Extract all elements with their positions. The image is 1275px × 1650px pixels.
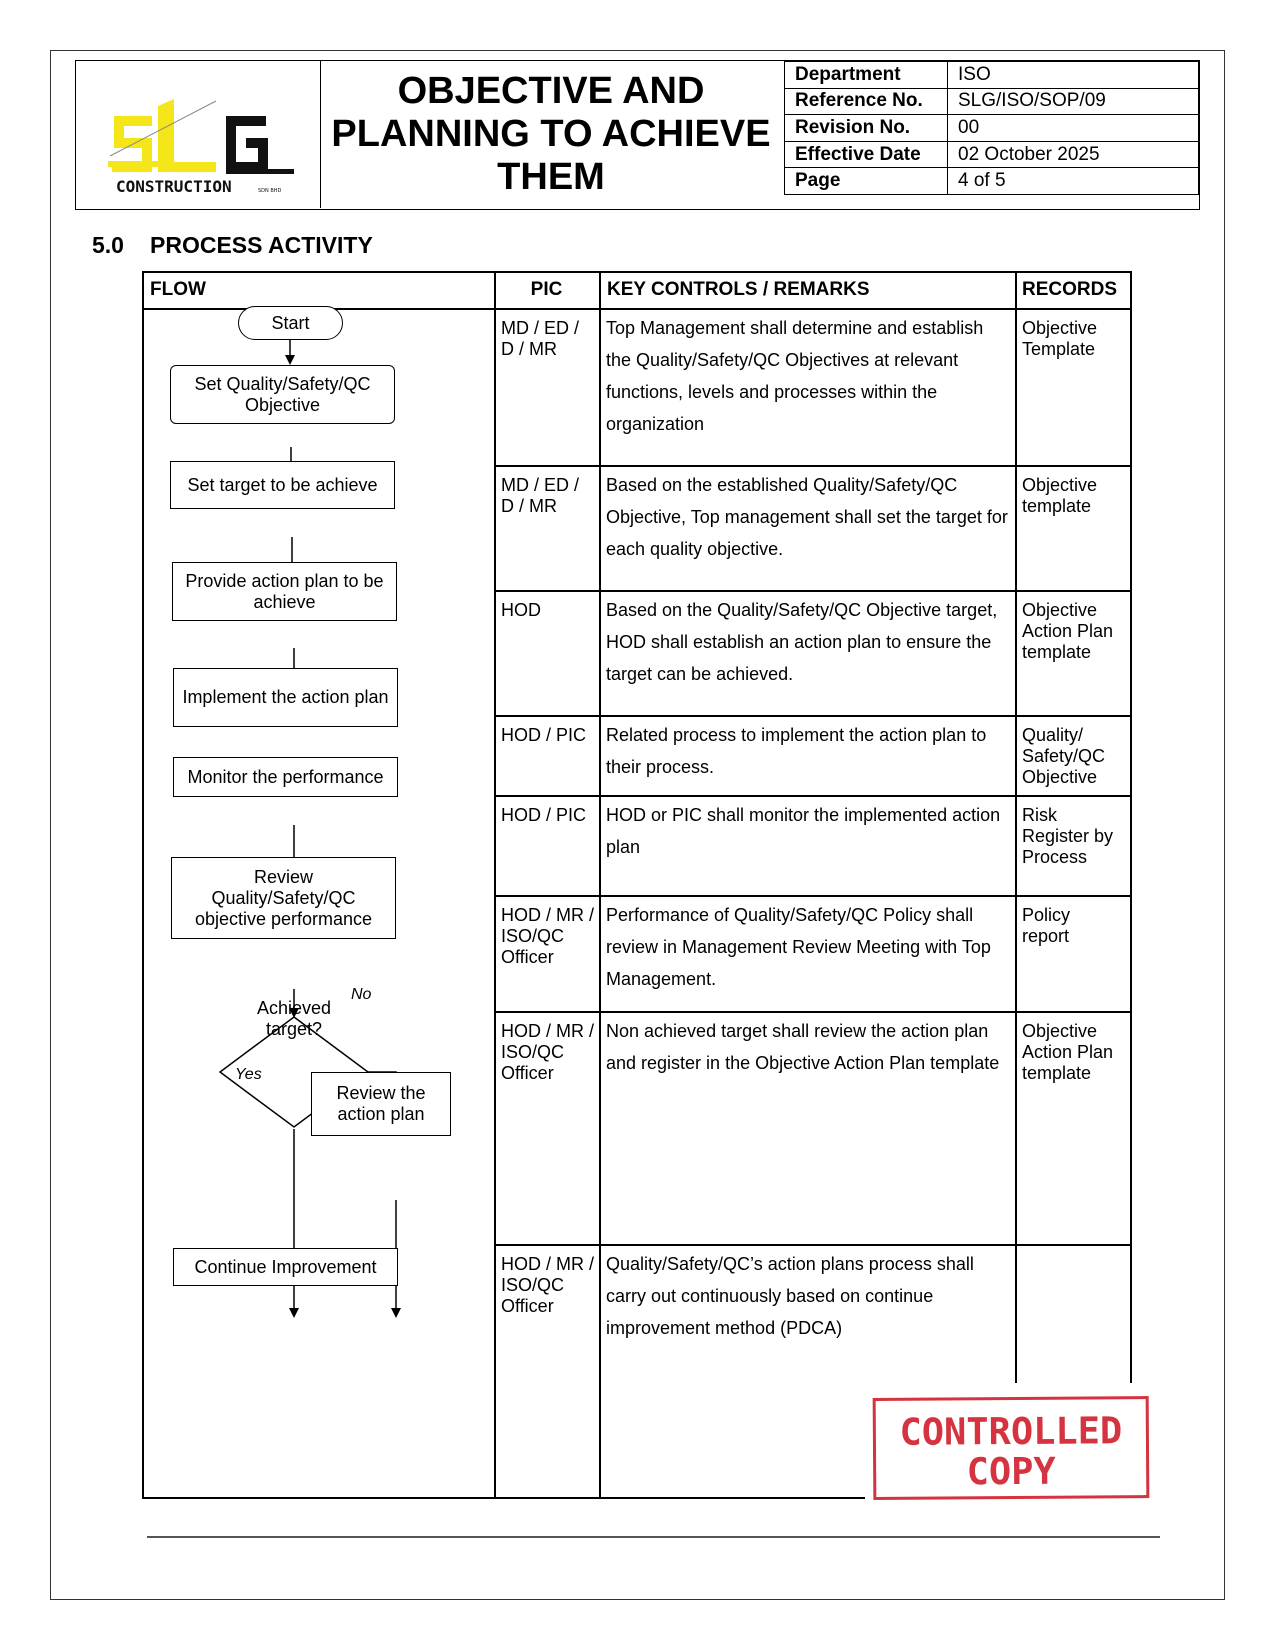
table-header-divider	[142, 308, 1132, 310]
record-cell: Objective template	[1022, 475, 1098, 516]
column-divider	[494, 271, 496, 1499]
flow-start: Start	[238, 306, 343, 340]
row-divider	[494, 465, 1132, 467]
footer-rule	[147, 1536, 1160, 1538]
meta-value: ISO	[947, 61, 1199, 89]
record-cell: Risk Register by Process	[1022, 805, 1114, 867]
remark-cell: Based on the established Quality/Safety/…	[606, 475, 1008, 559]
flow-action-plan: Provide action plan to be achieve	[172, 562, 397, 621]
remark-cell: HOD or PIC shall monitor the implemented…	[606, 805, 1001, 857]
pic-cell: MD / ED / D / MR	[501, 475, 580, 516]
process-table: FLOW PIC KEY CONTROLS / REMARKS RECORDS …	[142, 271, 1132, 1499]
record-cell: Objective Action Plan template	[1022, 1021, 1114, 1083]
flow-set-target: Set target to be achieve	[170, 461, 395, 509]
pic-cell: MD / ED / D / MR	[501, 318, 580, 359]
document-title-cell: OBJECTIVE AND PLANNING TO ACHIEVE THEM	[321, 61, 781, 208]
row-divider	[494, 715, 1132, 717]
pic-cell: HOD	[501, 600, 541, 620]
row-divider	[494, 590, 1132, 592]
controlled-copy-stamp: CONTROLLED COPY	[872, 1396, 1150, 1500]
pic-cell: HOD / PIC	[501, 805, 587, 825]
page-border	[50, 50, 1225, 1600]
meta-value: 4 of 5	[947, 167, 1199, 195]
flow-implement: Implement the action plan	[173, 668, 398, 727]
row-divider	[494, 795, 1132, 797]
record-cell: Objective Action Plan template	[1022, 600, 1114, 662]
header-records: RECORDS	[1022, 278, 1118, 300]
meta-key: Reference No.	[784, 87, 948, 116]
meta-key: Effective Date	[784, 140, 948, 169]
row-divider	[494, 1011, 1132, 1013]
flow-yes-label: Yes	[235, 1066, 262, 1083]
logo-subtext: CONSTRUCTION	[116, 177, 232, 196]
remark-cell: Non achieved target shall review the act…	[606, 1021, 1000, 1073]
flow-set-objective: Set Quality/Safety/QC Objective	[170, 365, 395, 424]
document-header: CONSTRUCTION SDN BHD OBJECTIVE AND PLANN…	[75, 60, 1200, 210]
flow-monitor: Monitor the performance	[173, 757, 398, 797]
flow-review-performance: Review Quality/Safety/QC objective perfo…	[171, 857, 396, 939]
remark-cell: Top Management shall determine and estab…	[606, 318, 984, 434]
table-border	[1130, 271, 1132, 1383]
flow-review-action-plan: Review the action plan	[311, 1072, 451, 1136]
meta-value: 00	[947, 114, 1199, 142]
stamp-line-2: COPY	[966, 1449, 1056, 1494]
header-flow: FLOW	[150, 278, 206, 300]
document-title: OBJECTIVE AND PLANNING TO ACHIEVE THEM	[331, 70, 771, 198]
remark-cell: Quality/Safety/QC’s action plans process…	[606, 1254, 974, 1338]
header-pic: PIC	[530, 278, 563, 300]
column-divider	[599, 271, 601, 1499]
flow-continue-improvement: Continue Improvement	[173, 1248, 398, 1286]
pic-cell: HOD / MR / ISO/QC Officer	[501, 1254, 594, 1316]
stamp-line-1: CONTROLLED	[899, 1409, 1123, 1454]
company-logo: CONSTRUCTION SDN BHD	[76, 61, 321, 208]
flow-no-label: No	[351, 986, 372, 1003]
logo-tiny-text: SDN BHD	[258, 188, 282, 194]
table-border	[142, 271, 1132, 273]
row-divider	[494, 1244, 1132, 1246]
remark-cell: Performance of Quality/Safety/QC Policy …	[606, 905, 991, 989]
pic-cell: HOD / MR / ISO/QC Officer	[501, 905, 594, 967]
flow-decision: Achieved target?	[256, 998, 332, 1039]
record-cell: Quality/ Safety/QC Objective	[1022, 725, 1106, 787]
section-title: PROCESS ACTIVITY	[150, 232, 373, 258]
section-number: 5.0	[92, 232, 124, 258]
record-cell: Objective Template	[1022, 318, 1098, 359]
table-border	[142, 271, 144, 1499]
meta-value: 02 October 2025	[947, 140, 1199, 169]
remark-cell: Based on the Quality/Safety/QC Objective…	[606, 600, 998, 684]
pic-cell: HOD / PIC	[501, 725, 587, 745]
meta-key: Department	[784, 61, 948, 89]
remark-cell: Related process to implement the action …	[606, 725, 987, 777]
pic-cell: HOD / MR / ISO/QC Officer	[501, 1021, 594, 1083]
meta-key: Revision No.	[784, 114, 948, 142]
meta-key: Page	[784, 167, 948, 195]
record-cell: Policy report	[1022, 905, 1071, 946]
meta-value: SLG/ISO/SOP/09	[947, 87, 1199, 116]
header-remarks: KEY CONTROLS / REMARKS	[607, 278, 870, 300]
row-divider	[494, 895, 1132, 897]
column-divider	[1015, 271, 1017, 1383]
section-heading: 5.0 PROCESS ACTIVITY	[92, 232, 373, 259]
table-border	[142, 1497, 865, 1499]
